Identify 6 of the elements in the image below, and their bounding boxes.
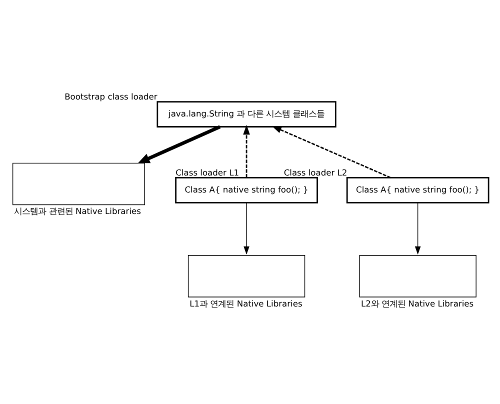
node-label: 시스템과 관련된 Native Libraries (14, 206, 141, 216)
node-label: L1과 연계된 Native Libraries (190, 298, 302, 308)
node-label: L2와 연계된 Native Libraries (360, 298, 474, 308)
node-label: Bootstrap class loader (64, 91, 158, 102)
node-label: Class loader L2 (284, 167, 348, 178)
node-label: Class loader L1 (176, 167, 240, 178)
